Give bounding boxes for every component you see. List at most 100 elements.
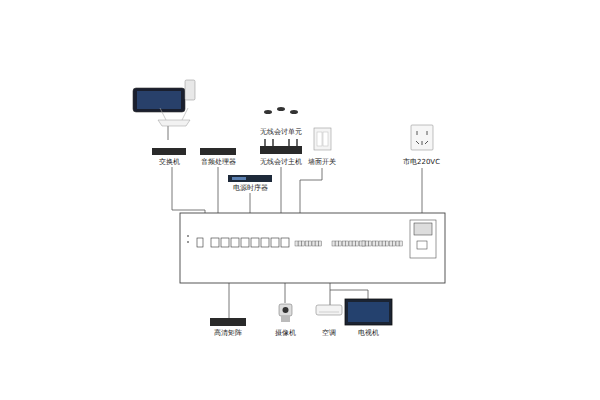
- terminal: [393, 241, 396, 246]
- terminal: [352, 241, 355, 246]
- terminal: [379, 241, 382, 246]
- terminal: [349, 241, 352, 246]
- camera-lens: [283, 307, 289, 313]
- camera-icon: [279, 304, 292, 316]
- device-label: 电视机: [357, 329, 380, 338]
- lan-port: [197, 238, 203, 247]
- device-node: 市电220VC: [402, 158, 441, 167]
- rj45-port: [231, 238, 239, 247]
- terminal: [346, 241, 349, 246]
- mic-unit: [277, 107, 285, 111]
- rj45-port: [251, 238, 259, 247]
- mic-unit: [290, 110, 298, 114]
- sequencer-display: [232, 177, 246, 180]
- router-icon: [158, 120, 190, 126]
- sequencer-icon: [228, 175, 272, 182]
- terminal: [295, 241, 298, 246]
- terminal: [399, 241, 402, 246]
- rj45-port: [221, 238, 229, 247]
- led: [187, 241, 189, 243]
- device-label: 高清矩阵: [213, 329, 243, 338]
- led: [187, 235, 189, 237]
- terminal: [386, 241, 389, 246]
- device-label: 空调: [321, 329, 337, 338]
- rocker: [323, 132, 328, 146]
- terminal: [302, 241, 305, 246]
- device-node: 墙面开关: [307, 158, 337, 167]
- device-label: 音频处理器: [200, 158, 237, 167]
- host-icon: [260, 146, 302, 154]
- power-switch: [417, 241, 427, 249]
- terminal: [372, 241, 375, 246]
- device-node: 音频处理器: [200, 158, 237, 167]
- terminal: [369, 241, 372, 246]
- device-node: 高清矩阵: [213, 329, 243, 338]
- terminal: [339, 241, 342, 246]
- tv-screen: [348, 302, 389, 322]
- ac-vent: [319, 312, 339, 313]
- terminal: [298, 241, 301, 246]
- device-node: 摄像机: [274, 329, 297, 338]
- rj45-port: [261, 238, 269, 247]
- terminal: [362, 241, 365, 246]
- device-node: 电视机: [357, 329, 380, 338]
- device-label: 交换机: [158, 158, 181, 167]
- device-node: 交换机: [158, 158, 181, 167]
- ac-icon: [316, 305, 342, 315]
- terminal: [389, 241, 392, 246]
- device-label: 无线会讨主机: [259, 158, 303, 167]
- device-node: 空调: [321, 329, 337, 338]
- terminal: [382, 241, 385, 246]
- rj45-ports: [211, 238, 289, 247]
- terminal-blocks: [295, 241, 402, 246]
- terminal: [309, 241, 312, 246]
- device-label: 无线会讨单元: [259, 128, 303, 137]
- switch-icon: [152, 148, 186, 155]
- terminal: [335, 241, 338, 246]
- terminal: [332, 241, 335, 246]
- mic-unit: [264, 110, 272, 114]
- rj45-port: [241, 238, 249, 247]
- device-label: 市电220VC: [402, 158, 441, 167]
- phone-icon: [185, 80, 195, 100]
- router-wire: [168, 125, 169, 140]
- outlet-holes: [416, 131, 428, 145]
- wall-switch-icon: [314, 128, 331, 150]
- controller-housing: [180, 213, 445, 283]
- terminal: [359, 241, 362, 246]
- power-panel: [410, 220, 436, 258]
- tv-icon: [345, 299, 392, 325]
- rocker: [317, 132, 322, 146]
- terminal: [312, 241, 315, 246]
- terminal: [315, 241, 318, 246]
- terminal: [305, 241, 308, 246]
- terminal: [396, 241, 399, 246]
- device-label: 墙面开关: [307, 158, 337, 167]
- host-antennas: [265, 139, 297, 146]
- rj45-port: [211, 238, 219, 247]
- terminal: [342, 241, 345, 246]
- device-node: 无线会讨主机: [259, 158, 303, 167]
- rj45-port: [271, 238, 279, 247]
- camera-base: [281, 316, 290, 322]
- tablet-screen: [137, 91, 181, 109]
- outlet-icon: [411, 125, 433, 150]
- terminal: [356, 241, 359, 246]
- terminal: [319, 241, 322, 246]
- rj45-port: [281, 238, 289, 247]
- terminal: [376, 241, 379, 246]
- tablet-icon: [133, 88, 185, 112]
- router-antenna: [160, 108, 188, 120]
- power-socket: [414, 223, 432, 235]
- device-label: 电源时序器: [232, 184, 269, 193]
- terminal: [365, 241, 368, 246]
- device-label: 摄像机: [274, 329, 297, 338]
- wireless-units: [264, 107, 298, 114]
- device-node: 电源时序器: [232, 184, 269, 193]
- device-node: 无线会讨单元: [259, 128, 303, 137]
- audio-processor-icon: [200, 148, 236, 155]
- matrix-icon: [210, 318, 246, 326]
- terminal: [363, 241, 366, 246]
